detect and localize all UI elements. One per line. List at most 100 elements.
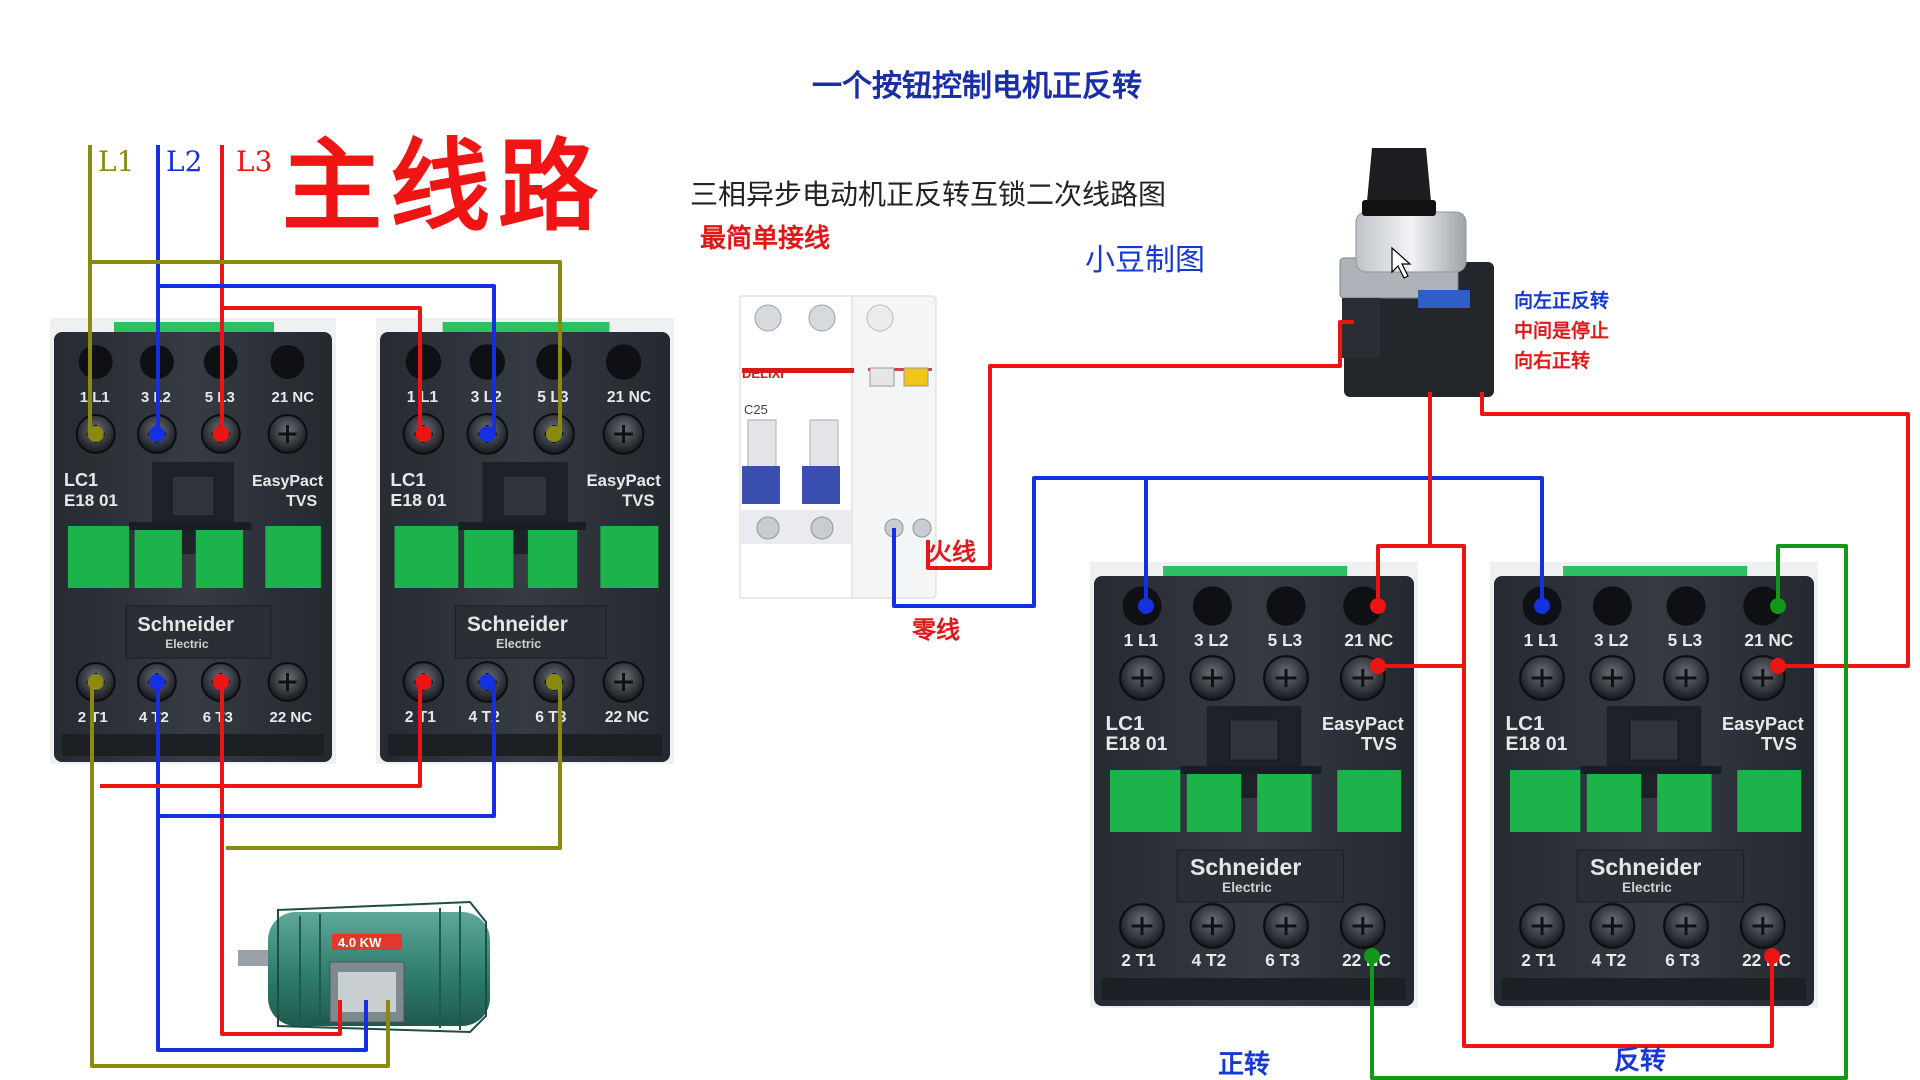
wire-interlock [1370,544,1848,1080]
main-circuit-heading: 主线路 [282,127,606,245]
terminal-connection-dot [479,674,496,690]
terminal-connection-dot [1370,658,1386,674]
live-wire-label: 火线 [928,538,976,566]
phase-label-l3: L3 [236,145,273,178]
contactor-series: EasyPact [1322,713,1404,734]
terminal-connection-dot [415,674,432,690]
terminal-label-bottom: 22 NC [605,709,649,726]
switch-legend-right: 向右正转 [1514,350,1591,372]
contactor-series-sub: TVS [286,493,317,510]
terminal-label-top: 3 L2 [1594,630,1629,650]
terminal-connection-dot [148,426,165,442]
forward-contactor-label: 正转 [1218,1050,1271,1080]
terminal-label-bottom: 6 T3 [1665,950,1700,970]
contactor-rating: E18 01 [64,491,118,510]
simplest-wiring-note: 最简单接线 [700,224,831,254]
contactor-brand: Schneider [1590,854,1701,880]
contactor-brand-sub: Electric [1622,879,1672,895]
terminal-connection-dot [148,674,165,690]
contactor-model: LC1 [1506,712,1545,735]
terminal-connection-dot [1370,598,1386,614]
terminal-label-top: 21 NC [1344,630,1393,650]
switch-legend-left: 向左正反转 [1514,290,1610,312]
diagram-subtitle: 三相异步电动机正反转互锁二次线路图 [690,178,1167,211]
neutral-wire-label: 零线 [912,616,960,644]
terminal-label-bottom: 2 T1 [1521,950,1556,970]
terminal-connection-dot [1534,598,1550,614]
terminal-label-bottom: 4 T2 [1592,950,1627,970]
terminal-label-bottom: 2 T1 [1121,950,1156,970]
wire-l2-cross [158,284,496,434]
wire-reverse-coil [1480,392,1910,668]
three-phase-motor: 4.0 KW [238,900,490,1034]
contactor-rating: E18 01 [1106,733,1168,755]
terminal-label-top: 21 NC [607,389,651,406]
terminal-connection-dot [415,426,432,442]
contactor-brand: Schneider [1190,854,1301,880]
terminal-connection-dot [1364,948,1380,964]
terminal-label-top: 21 NC [272,389,315,406]
contactor-brand: Schneider [467,613,568,636]
wire-km2-t3 [226,682,562,850]
terminal-connection-dot [87,674,104,690]
wire-live [926,320,1354,570]
phase-label-l1: L1 [98,145,135,178]
contactor-brand-sub: Electric [496,637,541,651]
mouse-cursor-icon [1391,246,1412,279]
terminal-label-top: 5 L3 [1668,630,1703,650]
terminal-label-top: 5 L3 [537,389,569,406]
contactor-model: LC1 [64,470,98,490]
contactor-series-sub: TVS [622,491,654,510]
phase-label-l2: L2 [166,145,203,178]
contactor-series: EasyPact [252,473,324,490]
wire-forward-nc [1376,392,1432,606]
terminal-label-top: 3 L2 [1194,630,1229,650]
wire-l1-cross [90,260,562,434]
contactor-series: EasyPact [1722,713,1804,734]
circuit-breaker: DELIXI C25 [739,295,937,599]
reverse-contactor-label: 反转 [1614,1046,1667,1076]
terminal-label-top: 1 L1 [1524,630,1559,650]
terminal-label-top: 3 L2 [471,389,503,406]
terminal-label-bottom: 6 T3 [1265,950,1300,970]
wire-l3-cross [222,306,422,434]
wire-neutral-branch [1146,476,1544,606]
terminal-label-bottom: 22 NC [270,709,313,726]
switch-legend-middle: 中间是停止 [1514,320,1610,342]
terminal-connection-dot [546,426,562,442]
rotary-selector-switch[interactable] [1339,148,1494,397]
terminal-label-bottom: 4 T2 [139,709,169,726]
wire-km2-t2 [160,682,496,818]
terminal-label-top: 5 L3 [205,389,235,406]
terminal-label-bottom: 6 T3 [535,709,567,726]
contactor-series: EasyPact [587,471,662,490]
terminal-label-bottom: 6 T3 [203,709,233,726]
terminal-connection-dot [546,674,562,690]
terminal-connection-dot [1770,598,1786,614]
terminal-connection-dot [212,674,229,690]
wire-reverse-feed [1462,546,1774,1048]
terminal-connection-dot [1138,598,1154,614]
terminal-label-top: 1 L1 [407,389,439,406]
wire-t3-motor [220,682,342,1036]
author-credit: 小豆制图 [1085,243,1205,278]
terminal-connection-dot [1764,948,1780,964]
terminal-label-top: 1 L1 [80,389,110,406]
contactor-brand: Schneider [137,614,234,636]
contactor-model: LC1 [390,469,425,490]
contactor-rating: E18 01 [1506,733,1568,755]
breaker-rating: C25 [744,402,768,417]
wire-t2-motor [156,682,368,1052]
contactor-series-sub: TVS [1361,733,1397,754]
terminal-connection-dot [212,426,229,442]
terminal-label-bottom: 4 T2 [1192,950,1227,970]
terminal-connection-dot [1770,658,1786,674]
contactor-brand-sub: Electric [165,637,209,651]
terminal-label-top: 3 L2 [141,389,171,406]
terminal-connection-dot [87,426,104,442]
